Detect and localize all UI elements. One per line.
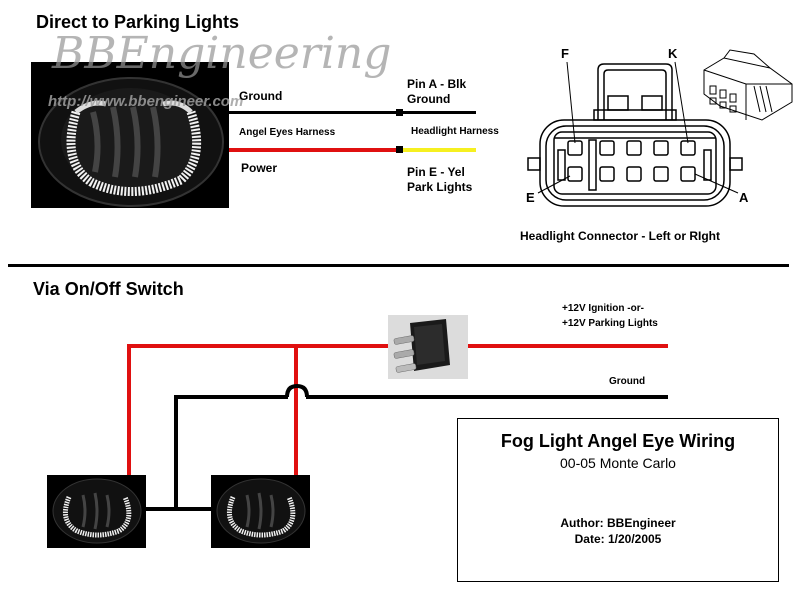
angel-eye-ring-icon — [216, 478, 306, 544]
watermark-script: BBEngineering — [52, 28, 392, 79]
title-block-subtitle: 00-05 Monte Carlo — [560, 455, 676, 471]
title-block: Fog Light Angel Eye Wiring 00-05 Monte C… — [457, 418, 779, 582]
park-light-wire — [403, 148, 476, 152]
label-supply-2: +12V Parking Lights — [562, 318, 658, 329]
headlight-connector-diagram — [527, 49, 793, 207]
rocker-switch-icon — [393, 319, 450, 373]
ground-splice — [396, 109, 403, 116]
on-off-switch-photo — [388, 315, 468, 379]
title-block-date: Date: 1/20/2005 — [574, 532, 662, 546]
watermark-url: http://www.bbengineer.com — [48, 93, 244, 110]
power-wire-right-lamp — [294, 344, 298, 475]
label-pin-e-2: Park Lights — [407, 180, 473, 194]
angel-eye-ring-icon — [52, 478, 142, 544]
power-wire-left-lamp — [127, 344, 131, 475]
pin-label-e: E — [526, 190, 535, 205]
label-headlight-harness: Headlight Harness — [411, 126, 499, 137]
power-bus-wire — [127, 344, 389, 348]
title-block-author: Author: BBEngineer — [560, 516, 676, 530]
ground-lamp-link-wire — [146, 507, 211, 511]
ground-wire-harness — [403, 111, 476, 114]
connector-pins — [567, 140, 696, 182]
ground-bus-wire-right — [306, 395, 668, 399]
label-supply-1: +12V Ignition -or- — [562, 303, 644, 314]
power-splice — [396, 146, 403, 153]
angel-eye-lamp-graphic — [38, 77, 224, 207]
pin-label-k: K — [668, 46, 678, 61]
ground-wire-angel — [229, 111, 397, 114]
label-power: Power — [241, 161, 278, 175]
label-pin-a-2: Ground — [407, 92, 451, 106]
pin-label-a: A — [739, 190, 749, 205]
ground-wire-crossover-hop — [285, 384, 309, 398]
fog-lamp-left — [47, 475, 146, 548]
label-ground: Ground — [239, 89, 283, 103]
power-supply-wire — [468, 344, 668, 348]
section-title-switch: Via On/Off Switch — [33, 279, 184, 299]
label-pin-a-1: Pin A - Blk — [407, 77, 467, 91]
section-title-direct: Direct to Parking Lights — [36, 12, 240, 32]
ground-drop-wire — [174, 395, 178, 510]
power-wire-angel — [229, 148, 397, 152]
label-angel-eyes-harness: Angel Eyes Harness — [239, 127, 336, 138]
label-pin-e-1: Pin E - Yel — [407, 165, 465, 179]
ground-bus-wire-left — [174, 395, 288, 399]
title-block-title: Fog Light Angel Eye Wiring — [500, 431, 736, 451]
section-divider — [8, 264, 789, 267]
label-ground-bottom: Ground — [609, 376, 646, 387]
connector-caption: Headlight Connector - Left or RIght — [520, 229, 720, 243]
fog-lamp-right — [211, 475, 310, 548]
pin-label-f: F — [561, 46, 569, 61]
angel-eye-lamp-photo — [31, 62, 229, 208]
